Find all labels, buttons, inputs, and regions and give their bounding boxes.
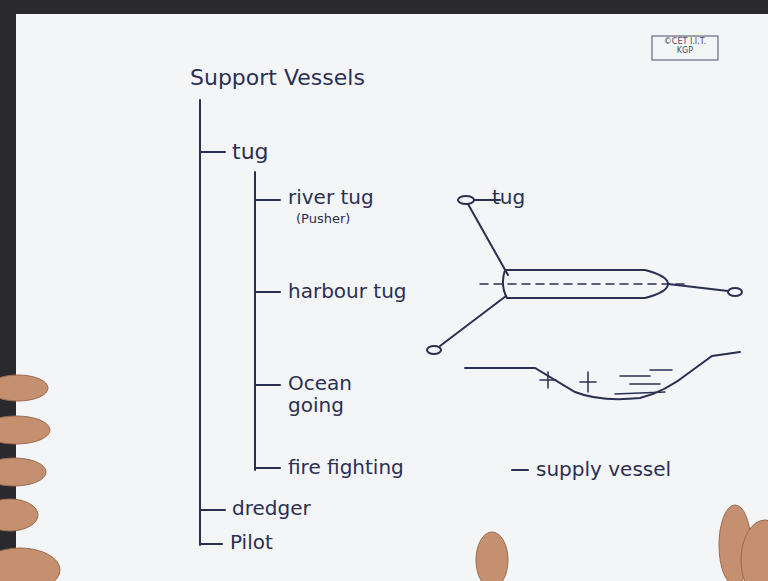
frame-edge	[0, 0, 16, 581]
heading-text: Support Vessels	[190, 66, 365, 90]
tree-line	[254, 172, 256, 470]
watermark: ©CET I.I.T. KGP	[655, 38, 715, 56]
harbour-profile	[465, 352, 740, 399]
ship-centreline	[480, 283, 690, 285]
tree-branch	[200, 151, 225, 153]
finger	[476, 532, 508, 581]
tug-symbol	[458, 196, 474, 204]
vessel-marks	[540, 372, 596, 392]
frame-edge	[0, 0, 768, 14]
paper	[16, 14, 768, 581]
note-label: supply vessel	[536, 458, 671, 480]
tug-symbol	[427, 346, 441, 354]
tow-line	[440, 296, 506, 346]
branch-label: harbour tug	[288, 280, 407, 302]
bullet-dash	[512, 469, 528, 471]
finger	[0, 375, 48, 401]
branch-label: tug	[232, 140, 269, 164]
tow-line	[468, 204, 508, 275]
water-marks	[615, 370, 672, 394]
sketch-label: tug	[492, 186, 525, 208]
hand	[0, 548, 60, 581]
branch-label: fire fighting	[288, 456, 404, 478]
tree-line	[199, 100, 201, 545]
tug-symbol	[728, 288, 742, 296]
branch-label: Ocean going	[288, 372, 368, 416]
tree-branch	[255, 199, 280, 201]
branch-label: river tug	[288, 186, 374, 208]
note-label: (Pusher)	[296, 212, 350, 226]
tree-branch	[255, 467, 280, 469]
finger	[0, 499, 38, 531]
tree-branch	[200, 543, 222, 545]
branch-label: dredger	[232, 497, 311, 519]
branch-label: Pilot	[230, 531, 273, 553]
tree-branch	[255, 384, 280, 386]
tree-branch	[200, 509, 225, 511]
tow-line	[668, 284, 728, 291]
finger	[0, 416, 50, 444]
stamp-box	[652, 36, 718, 60]
finger	[0, 458, 46, 486]
tree-branch	[255, 291, 280, 293]
hand	[741, 520, 768, 581]
